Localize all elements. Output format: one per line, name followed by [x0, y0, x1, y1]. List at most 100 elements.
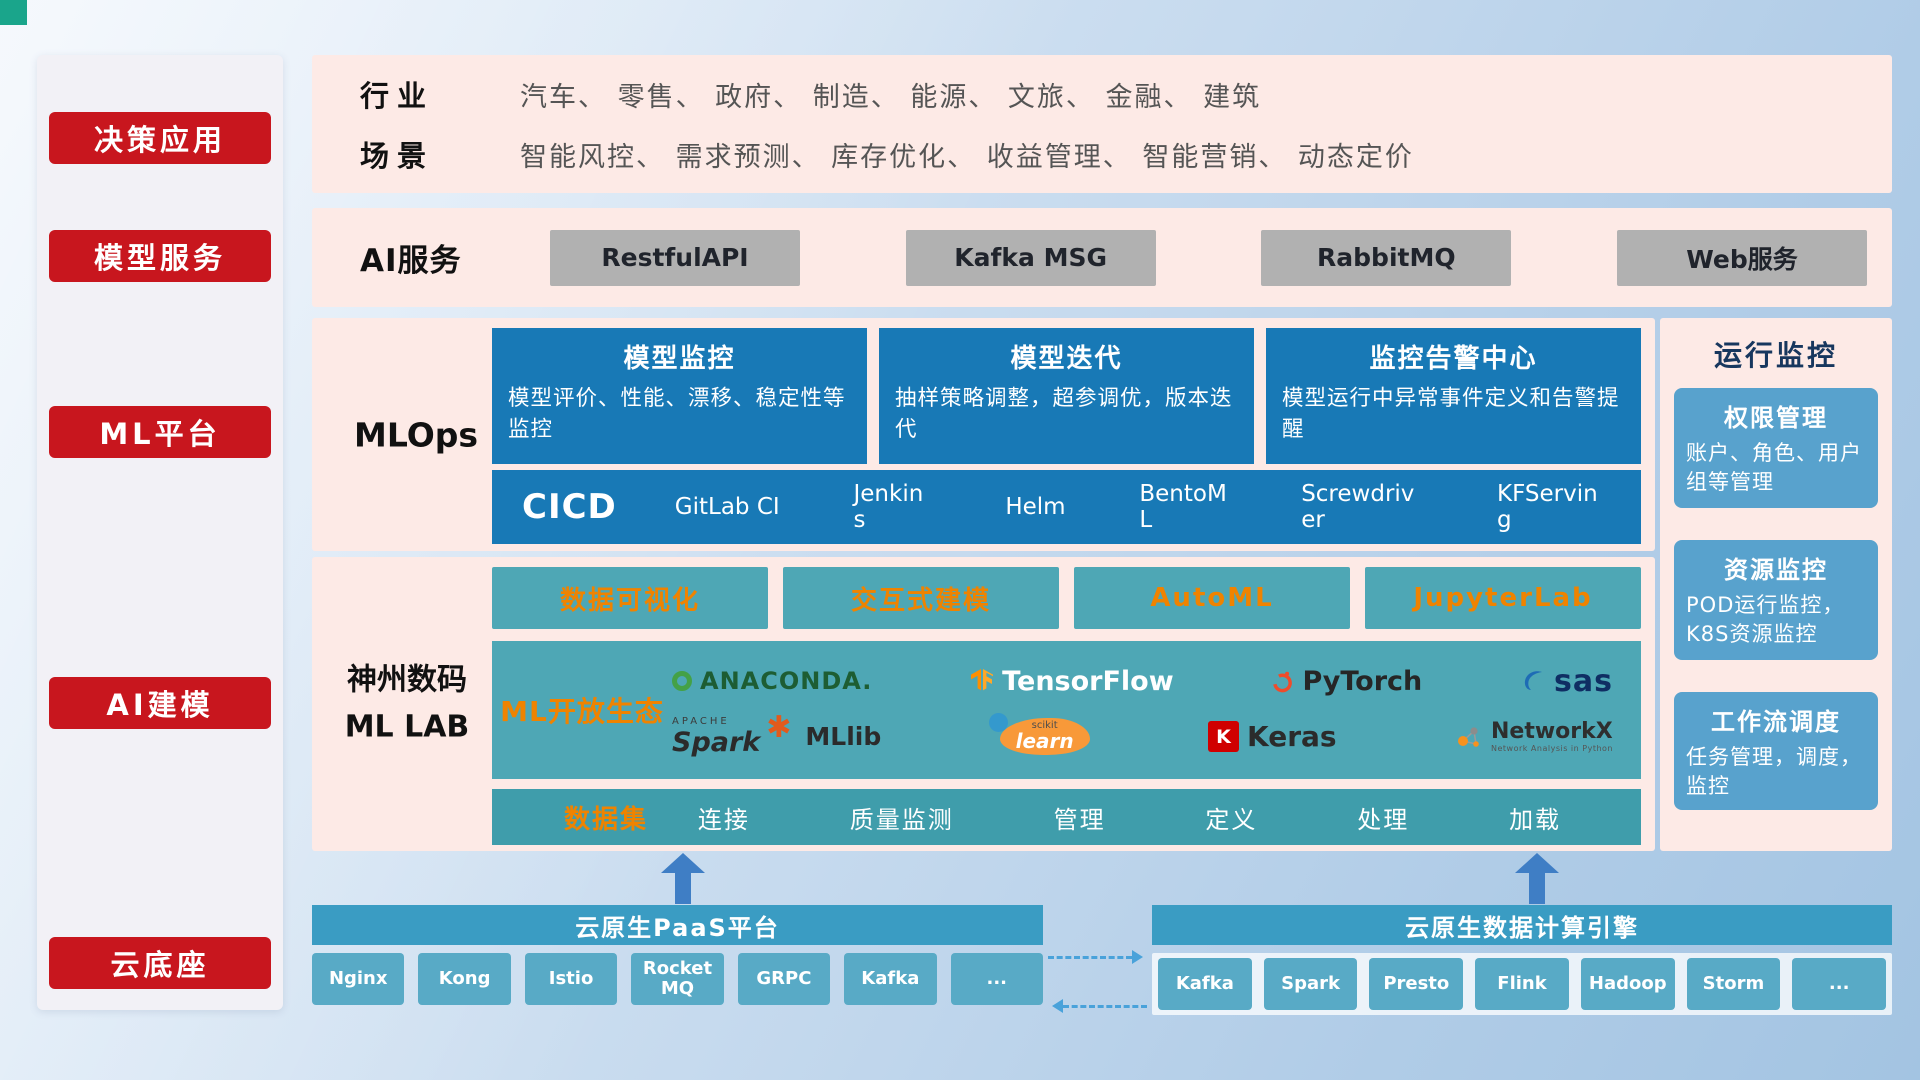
dataset-item-quality: 质量监测 — [849, 805, 954, 834]
engine-up-arrow — [1515, 853, 1559, 904]
dataset-label: 数据集 — [564, 804, 649, 835]
layer-sidebar: 决策应用 模型服务 ML平台 AI建模 云底座 — [37, 55, 283, 1010]
runtime-monitor-panel: 运行监控 权限管理 账户、角色、用户组等管理 资源监控 POD运行监控，K8S资… — [1660, 318, 1892, 851]
rabbitmq-button[interactable]: RabbitMQ — [1261, 229, 1512, 286]
engine-flink-button[interactable]: Flink — [1475, 958, 1569, 1010]
logo-row-2: APACHE Spark ✱ MLlib scikit learn — [672, 710, 1613, 759]
permission-management-card: 权限管理 账户、角色、用户组等管理 — [1674, 388, 1878, 508]
dataset-item-connect: 连接 — [697, 805, 750, 834]
cicd-item-jenkins: Jenkins — [853, 480, 924, 533]
cicd-item-gitlab-ci: GitLab CI — [674, 493, 780, 520]
mlops-cards: 模型监控 模型评价、性能、漂移、稳定性等监控 模型迭代 抽样策略调整，超参调优，… — [492, 328, 1641, 464]
scikit-circle-icon — [988, 713, 1008, 733]
card-title: 监控告警中心 — [1369, 344, 1538, 374]
data-visualization-button[interactable]: 数据可视化 — [492, 567, 768, 629]
ml-ecosystem-box: ML开放生态 ANACONDA. TensorFlow — [492, 641, 1641, 779]
scikit-learn-logo: scikit learn — [988, 713, 1090, 756]
card-desc: 账户、角色、用户组等管理 — [1686, 441, 1862, 495]
kong-button[interactable]: Kong — [418, 953, 511, 1005]
cicd-item-kfserving: KFServing — [1497, 480, 1598, 533]
dataflow-arrow-right — [1048, 950, 1143, 964]
industry-label: 行业 — [360, 79, 435, 113]
scikit-learn-wordmark: learn — [1015, 729, 1074, 754]
card-desc: 任务管理，调度，监控 — [1686, 745, 1862, 799]
rocketmq-button[interactable]: RocketMQ — [631, 953, 724, 1005]
card-desc: 抽样策略调整，超参调优，版本迭代 — [895, 386, 1233, 443]
networkx-icon — [1457, 727, 1479, 747]
keras-logo: K Keras — [1208, 720, 1337, 753]
keras-wordmark: Keras — [1247, 720, 1337, 754]
industry-list: 汽车、 零售、 政府、 制造、 能源、 文旅、 金融、 建筑 — [520, 81, 1262, 113]
card-title: 资源监控 — [1724, 556, 1828, 584]
ml-lab-tools: 数据可视化 交互式建模 AutoML JupyterLab — [492, 567, 1641, 629]
sas-logo: sas — [1520, 664, 1613, 699]
grpc-button[interactable]: GRPC — [737, 953, 831, 1005]
scikit-blob: scikit learn — [999, 718, 1090, 756]
workflow-scheduling-card: 工作流调度 任务管理，调度，监控 — [1674, 692, 1878, 810]
ml-lab-label-line1: 神州数码 — [347, 662, 467, 698]
cicd-items: GitLab CI Jenkins Helm BentoML Screwdriv… — [617, 481, 1641, 534]
dataset-item-manage: 管理 — [1053, 805, 1106, 834]
ecosystem-logos: ANACONDA. TensorFlow — [672, 641, 1641, 779]
ml-lab-panel: 神州数码 ML LAB 数据可视化 交互式建模 AutoML JupyterLa… — [312, 557, 1655, 851]
logo-row-1: ANACONDA. TensorFlow — [672, 664, 1613, 699]
dataset-item-define: 定义 — [1205, 805, 1258, 834]
engine-presto-button[interactable]: Presto — [1369, 958, 1464, 1010]
scenario-list: 智能风控、 需求预测、 库存优化、 收益管理、 智能营销、 动态定价 — [520, 141, 1414, 173]
mlops-label: MLOps — [354, 415, 479, 454]
networkx-subtitle: Network Analysis in Python — [1490, 743, 1613, 753]
sidebar-item-ai-modeling[interactable]: AI建模 — [49, 677, 271, 729]
dataset-bar: 数据集 连接 质量监测 管理 定义 处理 加载 — [492, 789, 1641, 845]
sidebar-item-cloud-base[interactable]: 云底座 — [49, 937, 271, 989]
sidebar-item-model-service[interactable]: 模型服务 — [49, 230, 271, 282]
cicd-label: CICD — [522, 487, 617, 527]
cloud-engine-title: 云原生数据计算引擎 — [1152, 905, 1892, 945]
engine-kafka-button[interactable]: Kafka — [1158, 958, 1252, 1010]
pytorch-logo: PyTorch — [1271, 666, 1422, 697]
kafka-msg-button[interactable]: Kafka MSG — [905, 229, 1156, 286]
cicd-item-bentoml: BentoML — [1139, 480, 1227, 533]
card-desc: POD运行监控，K8S资源监控 — [1686, 593, 1845, 647]
web-service-button[interactable]: Web服务 — [1616, 229, 1867, 286]
spark-mllib-logo: APACHE Spark ✱ MLlib — [672, 710, 881, 759]
sidebar-item-decision-app[interactable]: 决策应用 — [49, 112, 271, 164]
istio-button[interactable]: Istio — [524, 953, 618, 1005]
spark-wordmark-stack: APACHE Spark — [672, 717, 761, 759]
kafka-button[interactable]: Kafka — [844, 953, 937, 1005]
interactive-modeling-button[interactable]: 交互式建模 — [783, 567, 1059, 629]
cloud-paas-items: Nginx Kong Istio RocketMQ GRPC Kafka ... — [312, 953, 1043, 1005]
card-desc: 模型评价、性能、漂移、稳定性等监控 — [508, 386, 846, 443]
dataflow-arrow-left — [1052, 999, 1147, 1013]
spark-wordmark: Spark — [672, 727, 761, 759]
nginx-button[interactable]: Nginx — [312, 953, 405, 1005]
cloud-paas-title: 云原生PaaS平台 — [312, 905, 1043, 945]
card-desc: 模型运行中异常事件定义和告警提醒 — [1282, 386, 1620, 443]
corner-decoration — [0, 0, 27, 25]
paas-more-button[interactable]: ... — [950, 953, 1043, 1005]
engine-hadoop-button[interactable]: Hadoop — [1580, 958, 1675, 1010]
paas-up-arrow — [661, 853, 705, 904]
ai-service-buttons: RestfulAPI Kafka MSG RabbitMQ Web服务 — [510, 229, 1892, 286]
model-monitoring-card: 模型监控 模型评价、性能、漂移、稳定性等监控 — [492, 328, 867, 464]
scenario-label: 场景 — [360, 139, 435, 173]
sidebar-item-ml-platform[interactable]: ML平台 — [49, 406, 271, 458]
engine-more-button[interactable]: ... — [1792, 958, 1887, 1010]
cicd-bar: CICD GitLab CI Jenkins Helm BentoML Scre… — [492, 470, 1641, 544]
industry-row: 行业 汽车、 零售、 政府、 制造、 能源、 文旅、 金融、 建筑 — [360, 73, 1892, 115]
dataset-item-load: 加载 — [1509, 805, 1562, 834]
spark-star-icon: ✱ — [766, 710, 792, 746]
cloud-paas-panel: 云原生PaaS平台 Nginx Kong Istio RocketMQ GRPC… — [312, 905, 1043, 1005]
card-title: 权限管理 — [1724, 404, 1828, 432]
pytorch-wordmark: PyTorch — [1302, 665, 1423, 697]
anaconda-logo: ANACONDA. — [672, 667, 872, 695]
automl-button[interactable]: AutoML — [1074, 567, 1350, 629]
anaconda-icon — [672, 671, 692, 692]
networkx-logo: NetworkX Network Analysis in Python — [1455, 720, 1613, 753]
card-title: 模型监控 — [623, 344, 736, 374]
restfulapi-button[interactable]: RestfulAPI — [550, 229, 800, 286]
jupyterlab-button[interactable]: JupyterLab — [1365, 567, 1641, 629]
resource-monitoring-card: 资源监控 POD运行监控，K8S资源监控 — [1674, 540, 1878, 660]
networkx-wordmark-stack: NetworkX Network Analysis in Python — [1491, 720, 1613, 753]
engine-storm-button[interactable]: Storm — [1686, 958, 1781, 1010]
engine-spark-button[interactable]: Spark — [1263, 958, 1358, 1010]
